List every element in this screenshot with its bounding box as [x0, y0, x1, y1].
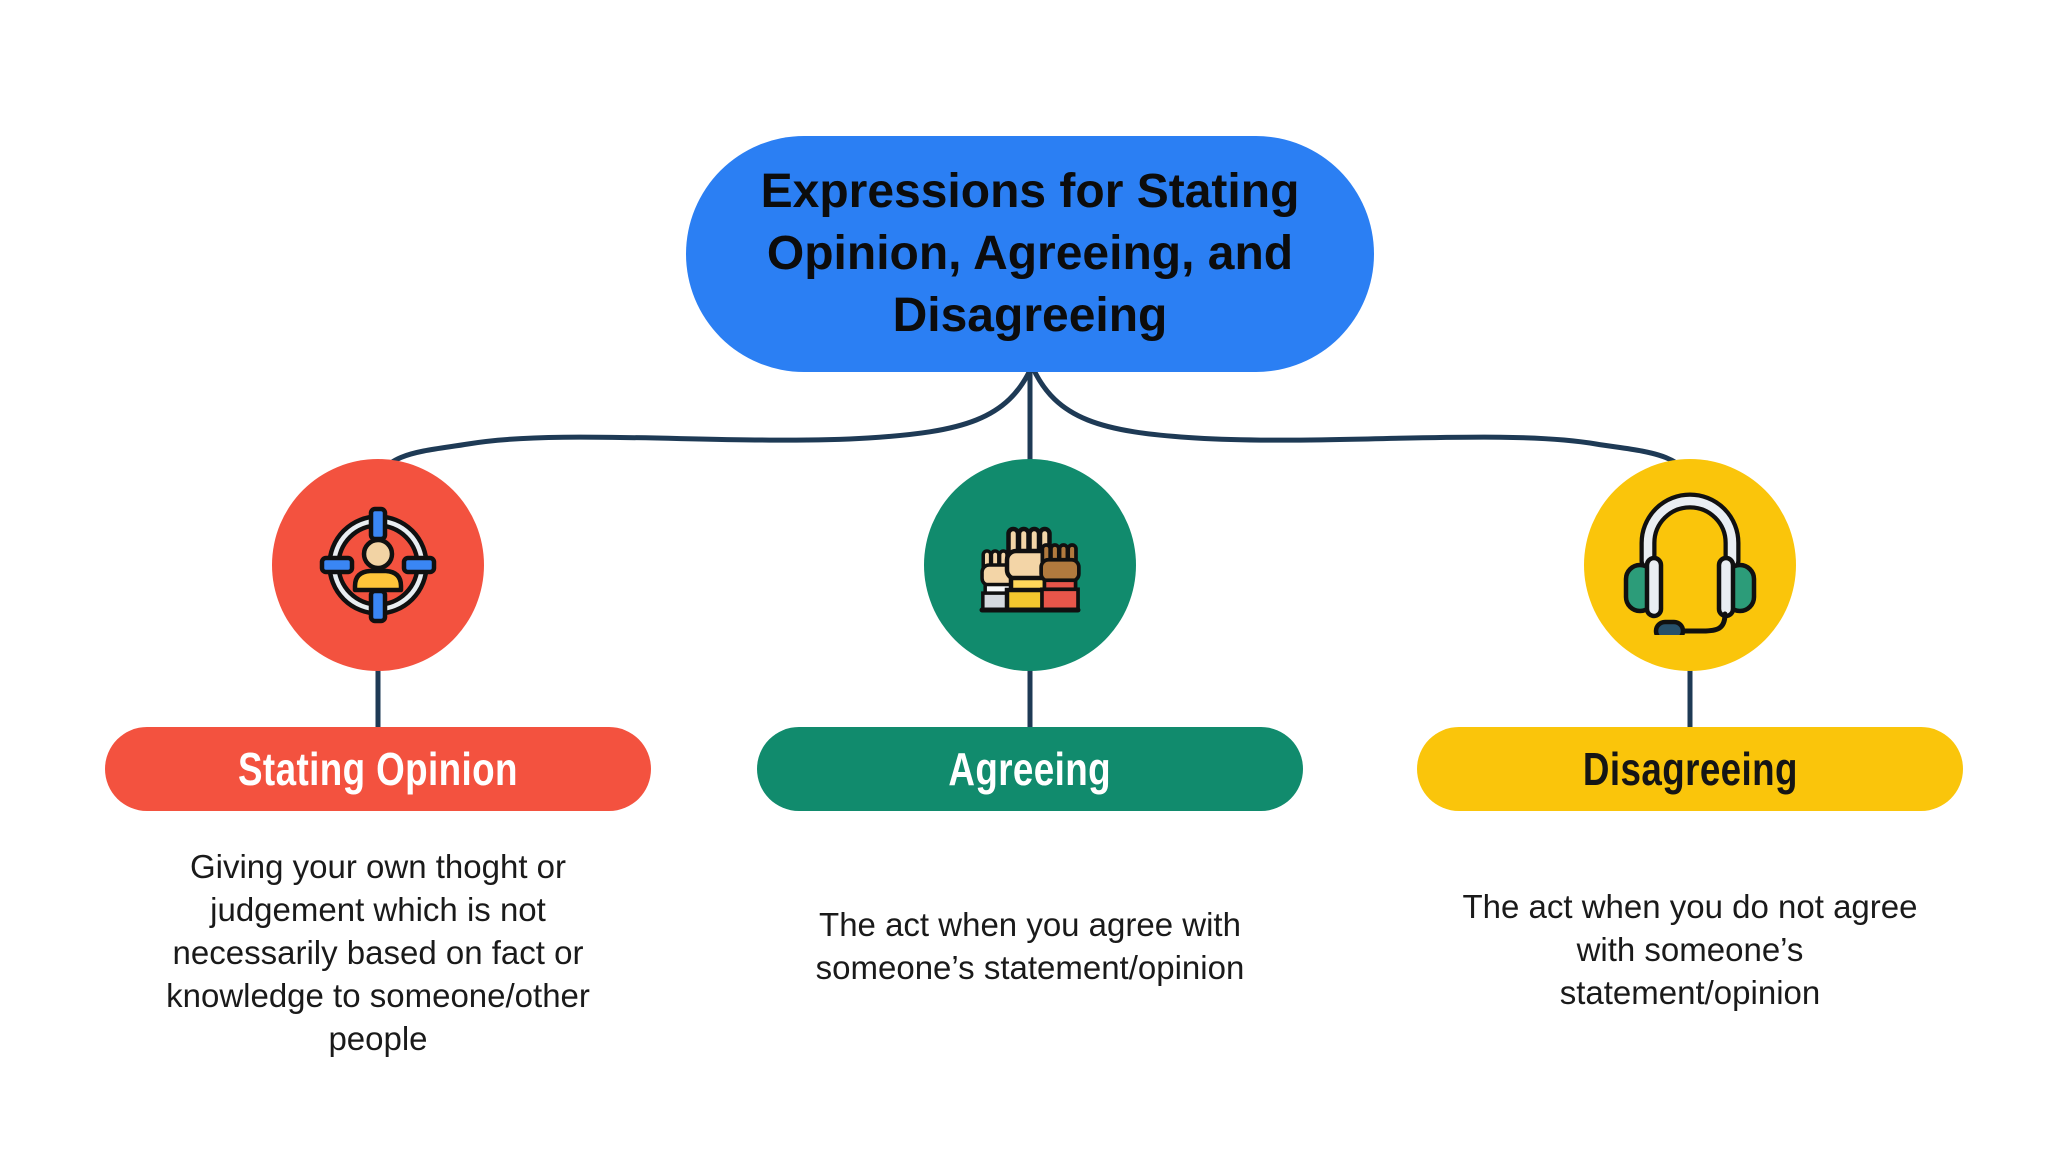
disagreeing-description: The act when you do not agree with someo…: [1380, 885, 2000, 1014]
disagreeing-label: Disagreeing: [1582, 743, 1798, 795]
root-node: Expressions for Stating Opinion, Agreein…: [686, 136, 1374, 372]
description-line: knowledge to someone/other: [166, 977, 590, 1014]
stating-opinion-icon-circle: [272, 459, 484, 671]
raised-hands-icon: [979, 526, 1081, 613]
description-line: The act when you do not agree: [1462, 888, 1918, 925]
description-line: someone’s statement/opinion: [815, 949, 1245, 986]
agreeing-label: Agreeing: [948, 743, 1112, 795]
root-title-line: Expressions for Stating: [760, 165, 1300, 218]
connector-left: [375, 363, 1035, 735]
root-title-line: Opinion, Agreeing, and: [766, 227, 1294, 280]
description-line: The act when you agree with: [819, 906, 1241, 943]
connector-right: [1029, 363, 1693, 735]
disagreeing-icon-circle: [1584, 459, 1796, 671]
disagreeing-label-pill: Disagreeing: [1417, 727, 1963, 811]
stating-opinion-label-pill: Stating Opinion: [105, 727, 651, 811]
agreeing-label-pill: Agreeing: [757, 727, 1303, 811]
description-line: Giving your own thoght or: [189, 848, 567, 885]
description-line: people: [328, 1020, 428, 1057]
agreeing-icon-circle: [924, 459, 1136, 671]
description-line: judgement which is not: [210, 891, 546, 928]
agreeing-description: The act when you agree with someone’s st…: [720, 903, 1340, 989]
stating-opinion-description: Giving your own thoght or judgement whic…: [68, 845, 688, 1060]
root-title-line: Disagreeing: [892, 289, 1168, 342]
headset-icon: [1623, 492, 1757, 635]
description-line: statement/opinion: [1559, 974, 1821, 1011]
stating-opinion-label: Stating Opinion: [238, 743, 518, 795]
description-line: necessarily based on fact or: [172, 934, 584, 971]
target-person-icon: [319, 506, 437, 624]
description-line: with someone’s: [1576, 931, 1804, 968]
